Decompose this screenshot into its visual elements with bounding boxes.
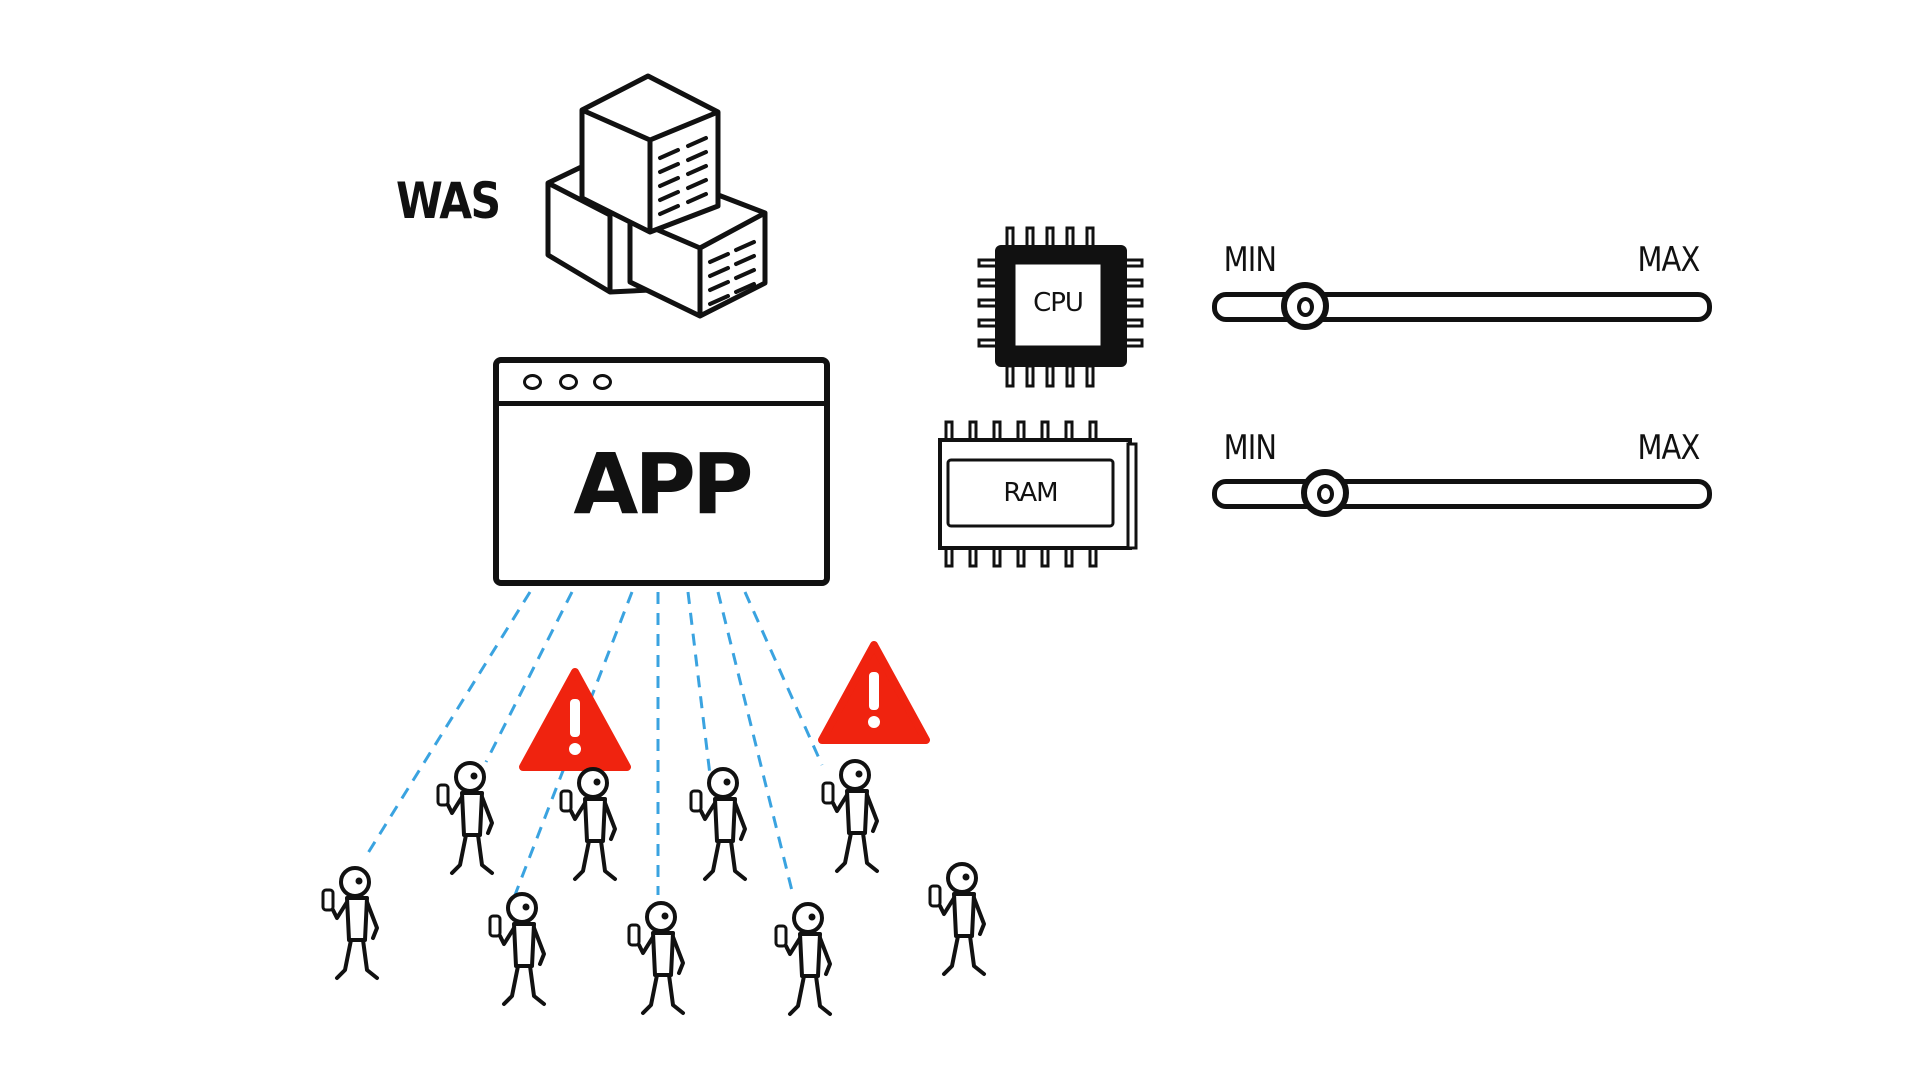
phone-icon (559, 789, 573, 813)
connection-line (513, 591, 634, 896)
window-dot-icon (593, 374, 612, 390)
connection-line (716, 591, 795, 896)
phone-icon (689, 789, 703, 813)
app-titlebar (499, 363, 824, 406)
warning-group (519, 641, 930, 771)
app-window: APP (493, 357, 830, 586)
phone-icon (774, 924, 788, 948)
window-dot-icon (523, 374, 542, 390)
connection-line (484, 591, 574, 763)
connection-lines (366, 591, 824, 896)
ram-label: RAM (1003, 478, 1058, 508)
ram-slider-track[interactable] (1212, 479, 1712, 509)
phone-icon (488, 914, 502, 938)
ram-min-label: MIN (1223, 428, 1277, 468)
window-dot-icon (559, 374, 578, 390)
cpu-slider[interactable] (1212, 282, 1714, 330)
user-figure (627, 901, 685, 1015)
connection-line (686, 591, 712, 776)
cpu-slider-knob[interactable] (1281, 282, 1330, 330)
user-figure (488, 892, 546, 1006)
connection-line (743, 591, 824, 766)
phone-icon (627, 923, 641, 947)
cpu-min-label: MIN (1223, 240, 1277, 280)
ram-slider[interactable] (1212, 469, 1714, 517)
was-label: WAS (396, 172, 501, 230)
phone-icon (436, 783, 450, 807)
phone-icon (821, 781, 835, 805)
user-figure (928, 862, 986, 976)
cpu-max-label: MAX (1637, 240, 1700, 280)
user-figure (436, 761, 494, 875)
user-figure (821, 759, 879, 873)
warning-triangle-icon (519, 668, 631, 771)
warning-triangle-icon (818, 641, 930, 744)
cpu-label: CPU (1033, 288, 1084, 318)
phone-icon (321, 888, 335, 912)
users-group (321, 759, 986, 1016)
ram-slider-knob[interactable] (1300, 469, 1349, 517)
connection-line (366, 591, 532, 854)
user-figure (321, 866, 379, 980)
user-figure (689, 767, 747, 881)
phone-icon (928, 884, 942, 908)
ram-max-label: MAX (1637, 428, 1700, 468)
user-figure (774, 902, 832, 1016)
app-label: APP (573, 435, 753, 533)
user-figure (559, 767, 617, 881)
